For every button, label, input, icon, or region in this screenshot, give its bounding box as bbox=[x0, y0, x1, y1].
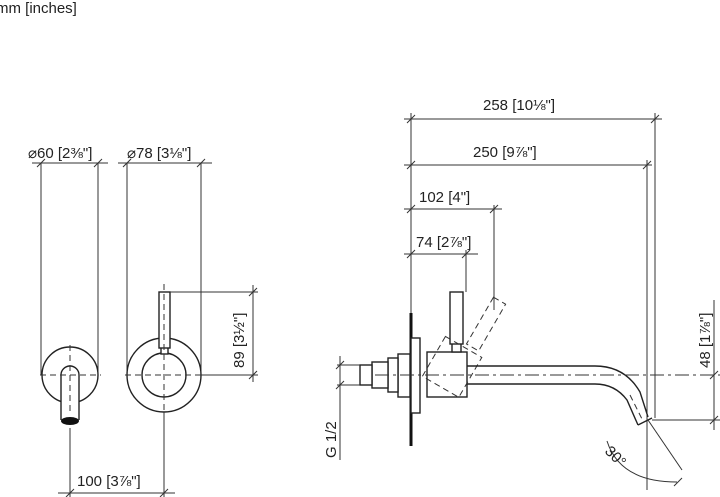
side-view: 258 [10⅛"] 250 [9⅞"] 102 [4"] 74 [2⅞"] bbox=[323, 97, 720, 490]
dim-lever-swing-projection: 102 [4"] bbox=[419, 189, 470, 206]
dim-lever-projection: 74 [2⅞"] bbox=[416, 234, 471, 251]
dim-spout-projection: 250 [9⅞"] bbox=[473, 144, 537, 161]
spout-outlet bbox=[61, 417, 79, 425]
lever-handle-side bbox=[449, 291, 464, 345]
dim-connection-thread: G 1/2 bbox=[323, 421, 340, 458]
lever-front-view: ⌀78 [3⅛"] 89 [3½"] 100 [3⅞"] bbox=[58, 145, 258, 497]
dim-spout-rosette-diameter: ⌀60 [2⅜"] bbox=[28, 145, 92, 162]
dim-spout-drop: 48 [1⅞"] bbox=[697, 313, 714, 368]
dim-lever-rosette-diameter: ⌀78 [3⅛"] bbox=[127, 145, 191, 162]
spout bbox=[60, 365, 80, 420]
threaded-connection bbox=[359, 364, 373, 386]
units-label: mm [inches] bbox=[0, 0, 77, 17]
lever-swing-outline bbox=[421, 296, 507, 398]
dim-lever-height: 89 [3½"] bbox=[231, 313, 248, 368]
spout-front-view: ⌀60 [2⅜"] bbox=[28, 145, 108, 497]
dim-outlet-angle: 30° bbox=[601, 443, 629, 471]
dim-center-spacing: 100 [3⅞"] bbox=[77, 473, 141, 490]
dim-overall-projection: 258 [10⅛"] bbox=[483, 97, 555, 114]
spout-side bbox=[467, 365, 649, 418]
